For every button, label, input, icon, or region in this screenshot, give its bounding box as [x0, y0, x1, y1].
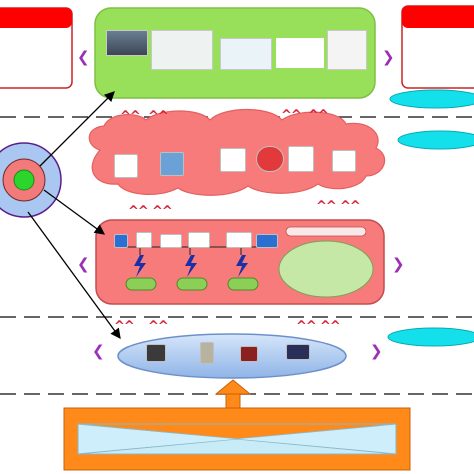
wireless-antenna-icon	[114, 154, 138, 178]
left-chevron-icon: ❮	[77, 48, 90, 66]
city-network-icon	[151, 30, 213, 70]
double-up-arrow-icon: ^^	[152, 204, 173, 219]
up-arrowhead	[214, 379, 252, 395]
bowtie-shape	[77, 423, 397, 455]
bowtie-fill	[79, 425, 395, 453]
arrow-stem	[225, 391, 241, 411]
left-chevron-icon: ❮	[92, 342, 105, 360]
right-chevron-icon: ❯	[392, 255, 405, 273]
left-chevron-icon: ❮	[77, 255, 90, 273]
lightning-icon	[185, 255, 197, 277]
network-card-icon	[220, 148, 246, 172]
right-info-tab	[402, 6, 474, 28]
router-icon	[332, 150, 356, 172]
right-chevron-icon: ❯	[370, 342, 383, 360]
radio-tower-icon	[288, 146, 314, 172]
sensor-icon	[240, 346, 258, 362]
double-up-arrow-icon: ^^	[316, 199, 337, 214]
camera-icon	[146, 344, 166, 362]
rfid-icon	[256, 234, 278, 248]
lightning-icon	[134, 255, 146, 277]
cloud-outline-icon	[276, 38, 324, 68]
right-cyan-ellipse	[389, 89, 474, 109]
projector-icon	[286, 344, 310, 360]
double-up-arrow-icon: ^^	[296, 319, 317, 334]
right-cyan-ellipse	[397, 130, 474, 150]
double-up-arrow-icon: ^^	[148, 109, 169, 124]
double-up-arrow-icon: ^^	[281, 108, 302, 123]
sensor-node	[227, 277, 259, 291]
connector-arrow	[27, 211, 121, 340]
bluetooth-icon	[114, 234, 128, 248]
person-monitor-icon	[327, 30, 367, 70]
left-info-tab	[0, 8, 72, 28]
double-up-arrow-icon: ^^	[340, 199, 361, 214]
lightning-icon	[236, 255, 248, 277]
wifi-icon	[160, 234, 182, 248]
double-up-arrow-icon: ^^	[120, 109, 141, 124]
barcode-reader-icon	[200, 342, 214, 364]
double-up-arrow-icon: ^^	[148, 319, 169, 334]
zigbee-icon	[136, 232, 152, 248]
network-oval-panel	[278, 240, 374, 298]
nfc-icon	[188, 232, 210, 248]
double-up-arrow-icon: ^^	[128, 204, 149, 219]
connector-arrow	[39, 91, 115, 167]
double-up-arrow-icon: ^^	[320, 319, 341, 334]
connector-arrow	[43, 189, 106, 235]
lan-icon	[226, 232, 252, 248]
no-signal-icon	[256, 146, 284, 172]
sensor-node	[125, 277, 157, 291]
smart-home-icon	[220, 38, 272, 70]
right-cyan-ellipse	[387, 327, 474, 347]
globe-icon	[160, 152, 184, 176]
double-up-arrow-icon: ^^	[114, 319, 135, 334]
sensor-node	[176, 277, 208, 291]
network-pill	[285, 226, 367, 237]
target-center	[13, 169, 35, 191]
right-chevron-icon: ❯	[382, 48, 395, 66]
double-up-arrow-icon: ^^	[308, 108, 329, 123]
traffic-scene-icon	[106, 30, 148, 56]
